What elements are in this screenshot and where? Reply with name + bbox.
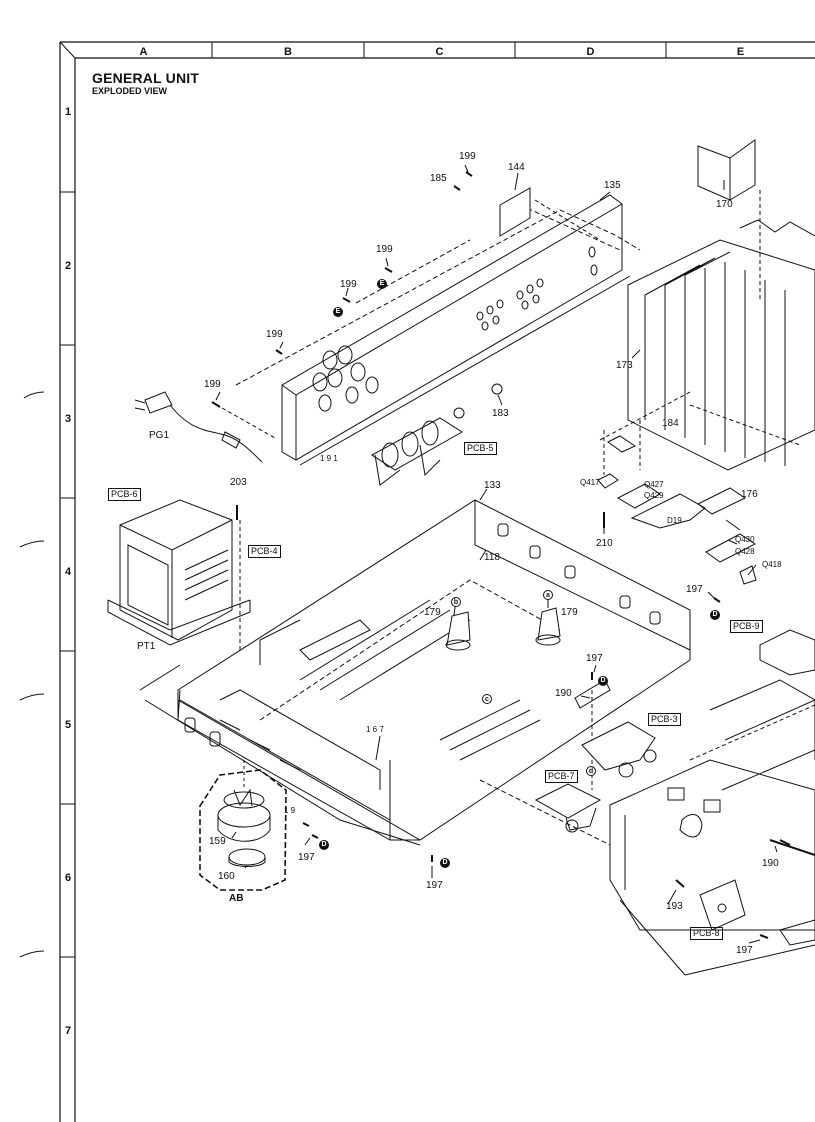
- part-label-203: 203: [230, 477, 247, 488]
- reference-marker-d: D: [319, 840, 329, 850]
- part-label-q429: Q429: [644, 491, 664, 500]
- page-title: GENERAL UNIT: [92, 70, 200, 86]
- row-header-3: 3: [64, 413, 72, 425]
- page-subtitle: EXPLODED VIEW: [92, 86, 168, 96]
- row-header-1: 1: [64, 106, 72, 118]
- part-label-q430: Q430: [735, 535, 755, 544]
- part-label-144: 144: [508, 162, 525, 173]
- part-label-179: 179: [424, 607, 441, 618]
- part-label-199: 199: [459, 151, 476, 162]
- part-label-pcb-6: PCB-6: [108, 488, 141, 501]
- part-label-pt1: PT1: [137, 641, 156, 652]
- part-label-176: 176: [741, 489, 758, 500]
- row-header-4: 4: [64, 566, 72, 578]
- part-label-179: 179: [561, 607, 578, 618]
- part-label-193: 193: [666, 901, 683, 912]
- part-label-183: 183: [492, 408, 509, 419]
- part-label-199: 199: [266, 329, 283, 340]
- part-label-197: 197: [426, 880, 443, 891]
- part-label-q417: Q417: [580, 478, 600, 487]
- part-label-pcb-3: PCB-3: [648, 713, 681, 726]
- reference-marker-b: b: [451, 597, 461, 607]
- row-header-6: 6: [64, 872, 72, 884]
- column-header-b: B: [284, 46, 292, 58]
- column-header-d: D: [586, 46, 595, 58]
- part-label-19: 1 9: [284, 806, 296, 815]
- part-label-199: 199: [204, 379, 221, 390]
- part-label-pcb-7: PCB-7: [545, 770, 578, 783]
- part-label-197: 197: [736, 945, 753, 956]
- part-label-q428: Q428: [735, 547, 755, 556]
- reference-marker-d: D: [440, 858, 450, 868]
- part-label-199: 199: [376, 244, 393, 255]
- part-label-135: 135: [604, 180, 621, 191]
- reference-marker-c: c: [482, 694, 492, 704]
- part-label-197: 197: [586, 653, 603, 664]
- row-header-7: 7: [64, 1025, 72, 1037]
- part-label-199: 199: [340, 279, 357, 290]
- part-label-pcb-5: PCB-5: [464, 442, 497, 455]
- reference-marker-d: D: [598, 676, 608, 686]
- part-label-197: 197: [686, 584, 703, 595]
- part-label-197: 197: [298, 852, 315, 863]
- part-label-pcb-9: PCB-9: [730, 620, 763, 633]
- part-label-pcb-8: PCB-8: [690, 927, 723, 940]
- part-label-d19: D19: [667, 516, 682, 525]
- part-label-190: 190: [762, 858, 779, 869]
- part-label-118: 118: [484, 552, 500, 563]
- row-header-2: 2: [64, 260, 72, 272]
- reference-marker-d: d: [586, 766, 596, 776]
- reference-marker-a: a: [543, 590, 553, 600]
- part-label-pcb-4: PCB-4: [248, 545, 281, 558]
- part-label-167: 1 6 7: [366, 725, 384, 734]
- part-label-191: 1 9 1: [320, 454, 338, 463]
- part-label-133: 133: [484, 480, 501, 491]
- assembly-label-ab: AB: [229, 893, 244, 904]
- column-header-a: A: [139, 46, 148, 58]
- row-header-5: 5: [64, 719, 72, 731]
- part-label-q418: Q418: [762, 560, 782, 569]
- reference-marker-e: E: [333, 307, 343, 317]
- part-label-210: 210: [596, 538, 613, 549]
- part-label-184: 184: [662, 418, 679, 429]
- part-label-170: 170: [716, 199, 733, 210]
- part-label-q427: Q427: [644, 480, 664, 489]
- column-header-c: C: [435, 46, 444, 58]
- column-header-e: E: [736, 46, 745, 58]
- part-label-185: 185: [430, 173, 447, 184]
- part-label-pg1: PG1: [149, 430, 170, 441]
- reference-marker-e: E: [377, 279, 387, 289]
- part-label-159: 159: [209, 836, 226, 847]
- part-label-160: 160: [218, 871, 235, 882]
- part-label-190: 190: [555, 688, 572, 699]
- part-label-173: 173: [616, 360, 633, 371]
- reference-marker-d: D: [710, 610, 720, 620]
